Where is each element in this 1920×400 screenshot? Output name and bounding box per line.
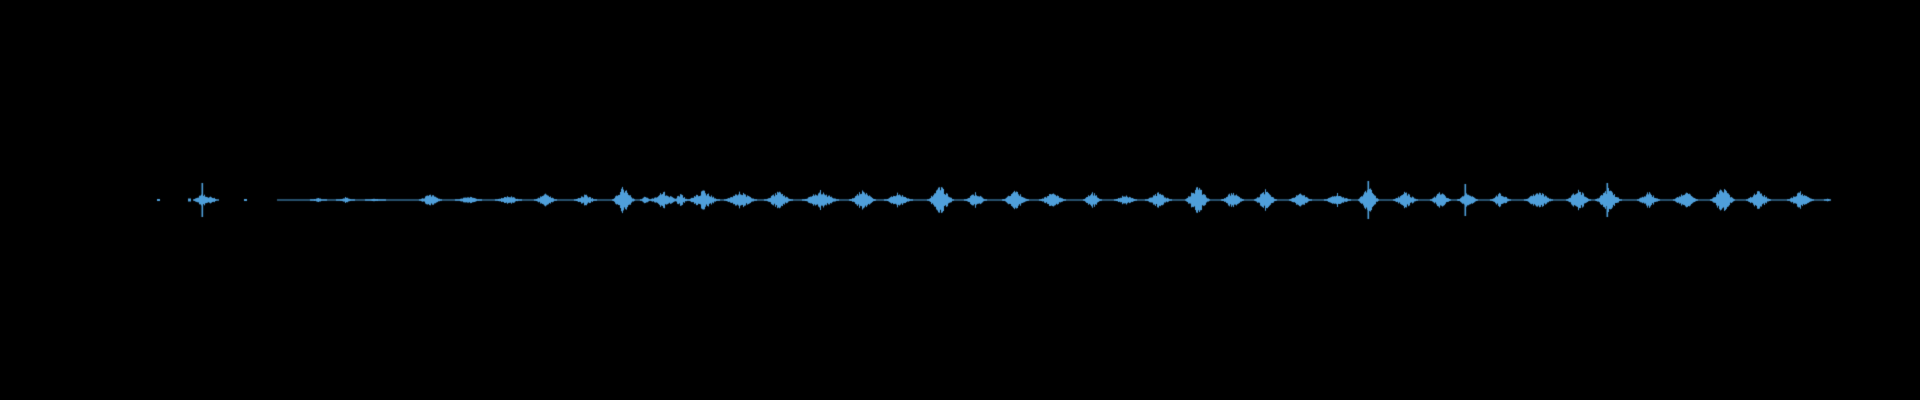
audio-waveform-canvas (0, 0, 1920, 400)
waveform-page (0, 0, 1920, 400)
